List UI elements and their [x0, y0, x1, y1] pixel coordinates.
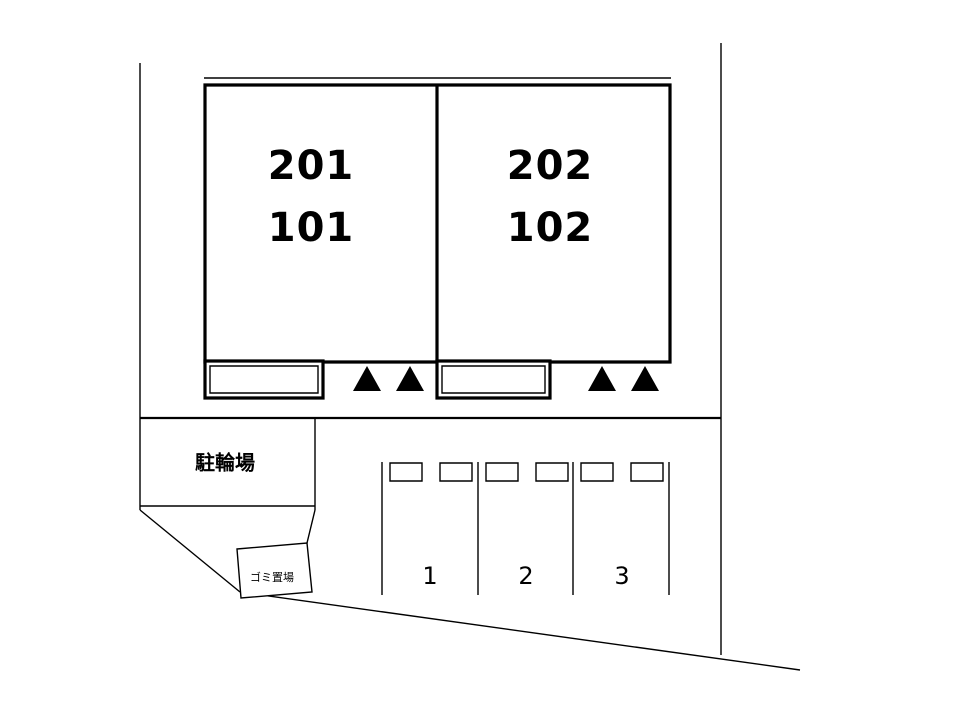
garbage-area-outline [237, 543, 312, 598]
parking-stall-number-2: 2 [518, 562, 533, 590]
unit-right-upper-label: 202 [507, 143, 594, 189]
boundary-diagonal-bottom [240, 592, 800, 670]
entrance-triangle-icon-2 [396, 366, 424, 391]
balcony-unit-right-inner [442, 366, 545, 393]
site-boundary-group [140, 43, 800, 670]
bicycle-parking-area-group: 駐輪場 [140, 418, 315, 543]
garbage-area-label: ゴミ置場 [250, 570, 294, 584]
parking-stall-number-1: 1 [422, 562, 437, 590]
parking-stall-number-3: 3 [614, 562, 629, 590]
bicycle-parking-corner-diagonal [307, 510, 315, 543]
entrance-marker-group [353, 366, 659, 391]
bicycle-parking-label: 駐輪場 [195, 451, 255, 475]
entrance-triangle-icon-1 [353, 366, 381, 391]
unit-left-lower-label: 101 [268, 205, 355, 251]
wheel-stop-1b [440, 463, 472, 481]
balcony-group [205, 361, 550, 398]
unit-left-upper-label: 201 [268, 143, 355, 189]
wheel-stop-3b [631, 463, 663, 481]
garbage-area-group: ゴミ置場 [237, 543, 312, 598]
balcony-unit-left-inner [210, 366, 318, 393]
unit-right-lower-label: 102 [507, 205, 594, 251]
parking-stalls-group: 1 2 3 [382, 462, 669, 595]
unit-labels-group: 201 101 202 102 [268, 143, 594, 251]
wheel-stop-3a [581, 463, 613, 481]
entrance-triangle-icon-3 [588, 366, 616, 391]
boundary-diagonal-upper-left [140, 510, 240, 592]
wheel-stop-2a [486, 463, 518, 481]
building-group [204, 78, 671, 362]
wheel-stop-1a [390, 463, 422, 481]
wheel-stop-2b [536, 463, 568, 481]
entrance-triangle-icon-4 [631, 366, 659, 391]
